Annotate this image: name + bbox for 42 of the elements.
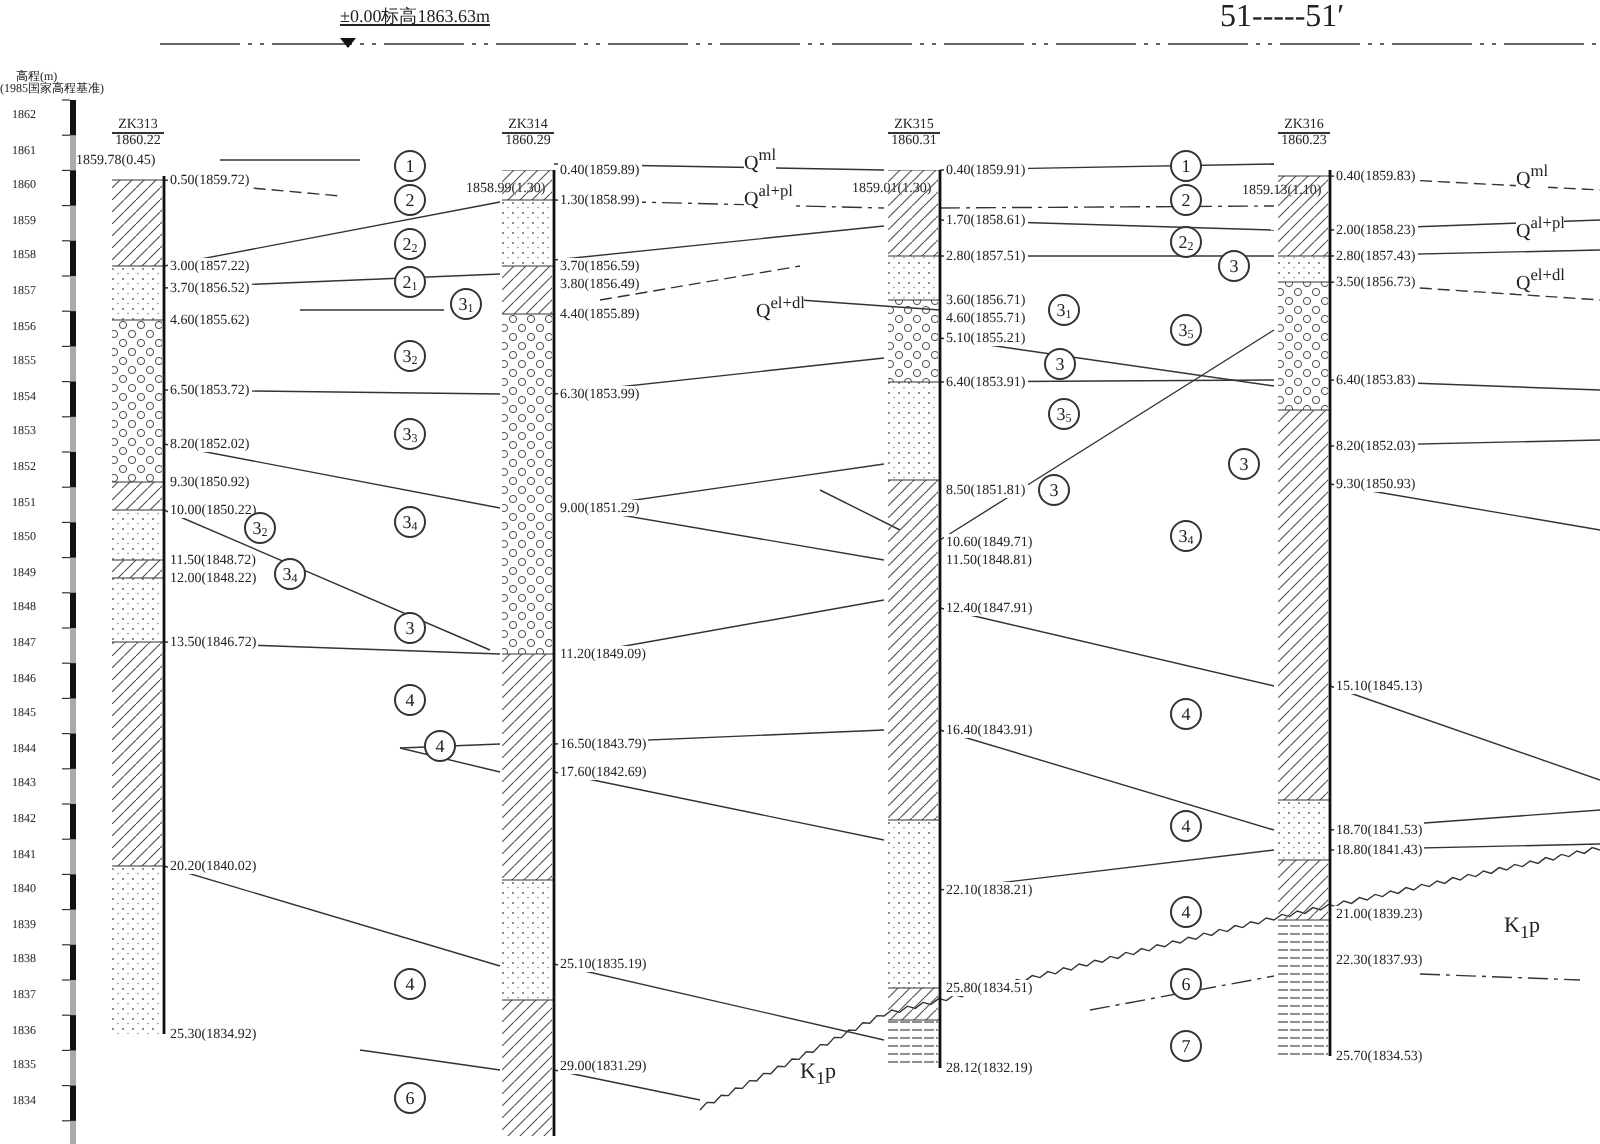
- layer-number-marker: 3: [1218, 250, 1250, 282]
- layer-number-marker: 2: [394, 184, 426, 216]
- layer-number-marker: 4: [1170, 896, 1202, 928]
- layer-number-marker: 3$_{1}$: [450, 288, 482, 320]
- stratum-age-label: Q$^{el+dl}$: [756, 292, 805, 323]
- layer-number-marker: 3: [1038, 474, 1070, 506]
- layer-number-marker: 3: [1228, 448, 1260, 480]
- stratum-age-label: Q$^{ml}$: [1516, 160, 1549, 191]
- layer-number-marker: 3$_{3}$: [394, 418, 426, 450]
- layer-number-marker: 4: [424, 730, 456, 762]
- layer-number-marker: 3$_{4}$: [1170, 520, 1202, 552]
- layer-number-marker: 2$_{2}$: [1170, 226, 1202, 258]
- layer-number-marker: 1: [394, 150, 426, 182]
- stratum-age-label: Q$^{ml}$: [744, 144, 777, 175]
- borehole-column: [466, 116, 558, 1138]
- layer-number-marker: 4: [394, 968, 426, 1000]
- stratum-age-label: Q$^{el+dl}$: [1516, 264, 1565, 295]
- layer-number-marker: 4: [1170, 698, 1202, 730]
- layer-number-marker: 6: [1170, 968, 1202, 1000]
- stratum-age-label: Q$^{al+pl}$: [1516, 212, 1565, 243]
- layer-number-marker: 3$_{5}$: [1048, 398, 1080, 430]
- layer-number-marker: 2$_{1}$: [394, 266, 426, 298]
- layer-number-marker: 4: [1170, 810, 1202, 842]
- layer-number-marker: 6: [394, 1082, 426, 1114]
- layer-number-marker: 3: [1044, 348, 1076, 380]
- layer-number-marker: 3$_{4}$: [394, 506, 426, 538]
- layer-number-marker: 3$_{4}$: [274, 558, 306, 590]
- borehole-column: [852, 116, 944, 1070]
- layer-number-marker: 2$_{2}$: [394, 228, 426, 260]
- layer-number-marker: 3$_{1}$: [1048, 294, 1080, 326]
- borehole-column: [76, 116, 168, 1036]
- stratum-age-label: Q$^{al+pl}$: [744, 180, 793, 211]
- layer-number-marker: 3$_{5}$: [1170, 314, 1202, 346]
- layer-number-marker: 7: [1170, 1030, 1202, 1062]
- layer-number-marker: 3: [394, 612, 426, 644]
- elevation-reference-note: ±0.00标高1863.63m: [340, 6, 490, 26]
- layer-number-marker: 4: [394, 684, 426, 716]
- layer-number-marker: 3$_{2}$: [244, 512, 276, 544]
- layer-number-marker: 3$_{2}$: [394, 340, 426, 372]
- layer-number-marker: 1: [1170, 150, 1202, 182]
- borehole-column: [1242, 116, 1334, 1058]
- layer-number-marker: 2: [1170, 184, 1202, 216]
